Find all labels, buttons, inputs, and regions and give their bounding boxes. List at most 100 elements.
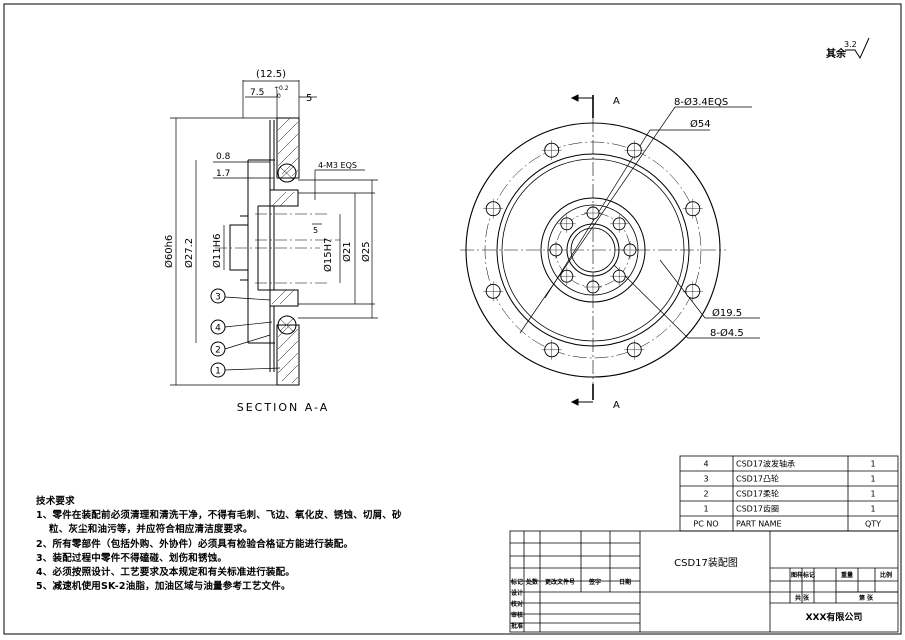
dim-dia-27-2: Ø27.2 — [183, 238, 195, 268]
bolt-hole-center-mark — [541, 339, 562, 360]
bolt-hole-center-mark — [624, 339, 645, 360]
dim-small-5: 5 — [313, 226, 318, 235]
bolt-hole-center-mark — [621, 241, 639, 259]
surface-finish-value: 3.2 — [844, 40, 857, 49]
rev-header-doc: 更改文件号 — [545, 578, 575, 586]
dim-dia-11h6: Ø11H6 — [211, 234, 223, 268]
dim-dia-21: Ø21 — [341, 241, 353, 262]
bom-no: 4 — [703, 460, 708, 469]
sheet-label: 第 张 — [858, 594, 874, 602]
bolt-hole-center-mark — [682, 281, 703, 302]
bom-qty: 1 — [870, 475, 875, 484]
svg-text:2: 2 — [215, 346, 221, 356]
surface-finish-prefix: 其余 — [826, 47, 847, 60]
surface-finish-symbol: 其余 3.2 — [826, 37, 870, 60]
outer-bolt-holes — [483, 140, 703, 360]
bom-rows: 4 CSD17波发轴承 1 3 CSD17凸轮 1 2 CSD17柔轮 1 1 … — [693, 459, 881, 529]
title-block-text: 标记 处数 更改文件号 签字 日期 设计 校对 审核 批准 图样标记 重量 比例… — [510, 571, 892, 630]
tech-note-line: 5、减速机使用SK-2油脂，加油区域与油量参考工艺文件。 — [36, 581, 291, 593]
tech-note-line: 1、零件在装配前必须清理和清洗干净，不得有毛刺、飞边、氧化皮、锈蚀、切屑、砂 — [36, 510, 402, 522]
drawing-border — [3, 3, 902, 635]
role-approve: 批准 — [511, 622, 523, 630]
dim-width-5: 5 — [306, 93, 312, 104]
dim-dia-54: Ø54 — [690, 118, 711, 130]
bom-name: CSD17波发轴承 — [736, 459, 795, 469]
dim-dia-60h6: Ø60h6 — [163, 235, 175, 268]
section-caption: SECTION A-A — [237, 401, 330, 414]
bolt-hole-center-mark — [541, 140, 562, 161]
dim-width-7-5-tol-lower: 0 — [277, 93, 281, 100]
dim-offset-1-7: 1.7 — [216, 169, 230, 179]
front-view — [460, 94, 760, 406]
ring-gear-section — [276, 117, 300, 386]
svg-text:4: 4 — [215, 324, 221, 334]
company-name: XXX有限公司 — [806, 611, 863, 623]
bom-qty: 1 — [870, 505, 875, 514]
tech-note-line: 粒、灰尘和油污等，并应符合相应清洁度要求。 — [49, 524, 253, 536]
bom-qty: 1 — [870, 490, 875, 499]
bolt-hole-center-mark — [483, 281, 504, 302]
cut-label-bottom: A — [613, 400, 620, 411]
balloon-3: 3 — [210, 288, 226, 304]
balloon-4: 4 — [210, 319, 226, 335]
bom-no: 2 — [703, 490, 708, 499]
role-check: 校对 — [511, 600, 523, 608]
dim-width-7-5: 7.5 — [250, 88, 264, 98]
svg-text:3: 3 — [215, 293, 221, 303]
tech-note-line: 2、所有零部件（包括外购、外协件）必须具有检验合格证方能进行装配。 — [36, 538, 354, 550]
cut-label-top: A — [613, 96, 620, 107]
title-block — [509, 530, 899, 633]
bom-header-qty: QTY — [865, 520, 881, 529]
dim-dia-15h7: Ø15H7 — [322, 238, 334, 272]
technical-requirements: 技术要求 1、零件在装配前必须清理和清洗干净，不得有毛刺、飞边、氧化皮、锈蚀、切… — [36, 495, 456, 594]
dim-width-7-5-tol-upper: +0.2 — [274, 85, 289, 92]
bolt-hole-center-mark — [682, 198, 703, 219]
scale-label: 比例 — [880, 571, 892, 579]
drawing-title: CSD17装配图 — [674, 556, 738, 569]
rev-header-count: 处数 — [525, 578, 539, 586]
tech-note-line: 4、必须按照设计、工艺要求及本规定和有关标准进行装配。 — [36, 567, 296, 579]
stage-label: 图样标记 — [791, 571, 815, 579]
bom-header-no: PC NO — [693, 520, 718, 529]
section-view — [170, 80, 378, 386]
dim-total-width: (12.5) — [256, 69, 286, 80]
dim-thread: 4-M3 EQS — [318, 161, 357, 170]
bolt-hole-center-mark — [584, 278, 602, 296]
bolt-hole-center-mark — [610, 267, 629, 286]
bom-qty: 1 — [870, 460, 875, 469]
inner-bolt-holes — [547, 204, 639, 296]
rev-header-sign: 签字 — [588, 578, 601, 586]
dim-holes-8-4-5: 8-Ø4.5 — [710, 327, 744, 339]
dim-holes-8-3-4: 8-Ø3.4EQS — [674, 96, 728, 108]
rev-header-mark: 标记 — [510, 578, 523, 586]
bearing-ball-top — [277, 163, 297, 183]
bom-no: 1 — [703, 505, 708, 514]
bom-name: CSD17柔轮 — [736, 489, 779, 499]
bolt-hole-center-mark — [557, 267, 576, 286]
bom-header-name: PART NAME — [736, 520, 782, 529]
bolt-hole-center-mark — [483, 198, 504, 219]
bom-no: 3 — [703, 475, 708, 484]
bom-name: CSD17凸轮 — [736, 474, 779, 484]
dim-dia-19-5: Ø19.5 — [712, 307, 742, 319]
svg-text:1: 1 — [215, 367, 221, 377]
balloon-2: 2 — [210, 341, 226, 357]
bolt-hole-center-mark — [610, 214, 629, 233]
dim-dia-25: Ø25 — [360, 241, 372, 262]
bolt-hole-center-mark — [557, 214, 576, 233]
balloon-1: 1 — [210, 362, 226, 378]
bearing-ball-bottom — [277, 315, 297, 335]
tech-notes-title: 技术要求 — [36, 496, 75, 507]
weight-label: 重量 — [841, 571, 853, 579]
role-review: 审核 — [511, 611, 523, 619]
bolt-hole-center-mark — [624, 140, 645, 161]
rev-header-date: 日期 — [619, 578, 631, 586]
bom-name: CSD17齿圈 — [736, 505, 779, 514]
role-design: 设计 — [511, 589, 523, 597]
flexspline-section — [247, 120, 275, 372]
bolt-hole-center-mark — [547, 241, 565, 259]
bolt-hole-center-mark — [584, 204, 602, 222]
tech-note-line: 3、装配过程中零件不得磕碰、划伤和锈蚀。 — [36, 552, 228, 564]
sheets-label: 共 张 — [795, 594, 810, 602]
